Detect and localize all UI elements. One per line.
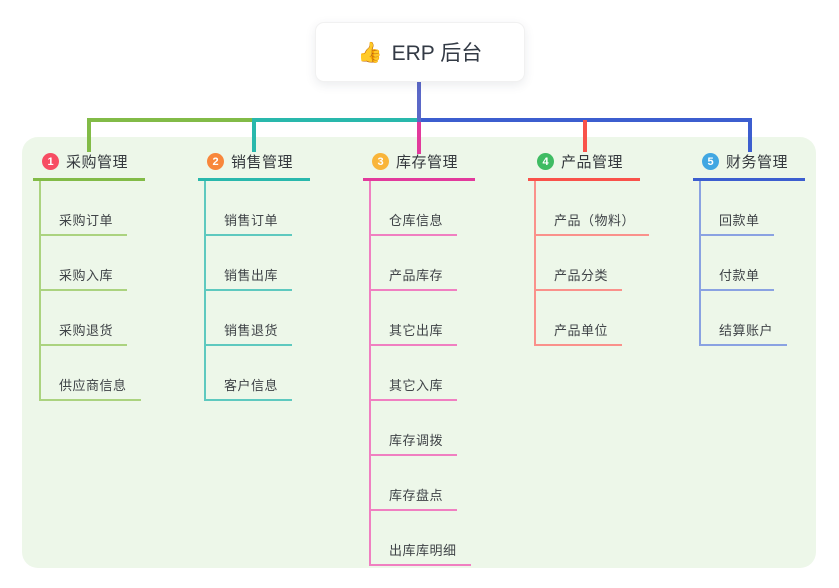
child-topic[interactable]: 付款单 <box>701 236 774 291</box>
child-topic[interactable]: 库存盘点 <box>371 456 458 511</box>
branch-children: 采购订单采购入库采购退货供应商信息 <box>39 181 163 401</box>
branch-header-3[interactable]: 3 库存管理 <box>363 148 475 181</box>
branch-label: 销售管理 <box>231 154 294 171</box>
branch-number-badge: 5 <box>702 153 719 170</box>
child-topic[interactable]: 供应商信息 <box>41 346 141 401</box>
branch-children: 产品（物料）产品分类产品单位 <box>534 181 658 346</box>
branch-2: 2 销售管理销售订单销售出库销售退货客户信息 <box>198 148 328 401</box>
child-topic[interactable]: 出库库明细 <box>371 511 471 566</box>
branch-3: 3 库存管理仓库信息产品库存其它出库其它入库库存调拨库存盘点出库库明细 <box>363 148 493 566</box>
child-topic[interactable]: 产品分类 <box>536 236 623 291</box>
child-topic[interactable]: 产品单位 <box>536 291 623 346</box>
branch-1: 1 采购管理采购订单采购入库采购退货供应商信息 <box>33 148 163 401</box>
branch-label: 库存管理 <box>396 154 459 171</box>
child-topic[interactable]: 回款单 <box>701 181 774 236</box>
root-vertical-line <box>417 81 421 122</box>
root-node-label: ERP 后台 <box>391 42 483 65</box>
branch-header-2[interactable]: 2 销售管理 <box>198 148 310 181</box>
child-topic[interactable]: 仓库信息 <box>371 181 458 236</box>
child-topic[interactable]: 销售出库 <box>206 236 293 291</box>
child-topic[interactable]: 其它入库 <box>371 346 458 401</box>
thumbs-up-icon: 👍 <box>357 41 383 64</box>
branch-header-5[interactable]: 5 财务管理 <box>693 148 805 181</box>
branch-children: 销售订单销售出库销售退货客户信息 <box>204 181 328 401</box>
child-topic[interactable]: 结算账户 <box>701 291 788 346</box>
branch-label: 财务管理 <box>726 154 789 171</box>
branch-label: 产品管理 <box>561 154 624 171</box>
drop-branch-1 <box>87 120 91 152</box>
branch-number-badge: 3 <box>372 153 389 170</box>
branch-children: 回款单付款单结算账户 <box>699 181 823 346</box>
child-topic[interactable]: 其它出库 <box>371 291 458 346</box>
branches-background-panel <box>22 137 816 568</box>
drop-branch-2 <box>252 120 256 152</box>
branch-5: 5 财务管理回款单付款单结算账户 <box>693 148 823 346</box>
branch-number-badge: 2 <box>207 153 224 170</box>
child-topic[interactable]: 库存调拨 <box>371 401 458 456</box>
trunk-branch-2 <box>252 118 420 122</box>
root-node[interactable]: 👍 ERP 后台 <box>315 22 525 82</box>
branch-header-1[interactable]: 1 采购管理 <box>33 148 145 181</box>
branch-children: 仓库信息产品库存其它出库其它入库库存调拨库存盘点出库库明细 <box>369 181 493 566</box>
child-topic[interactable]: 销售订单 <box>206 181 293 236</box>
branch-number-badge: 4 <box>537 153 554 170</box>
drop-branch-4 <box>583 120 587 152</box>
drop-branch-5 <box>748 120 752 152</box>
child-topic[interactable]: 采购订单 <box>41 181 128 236</box>
branch-header-4[interactable]: 4 产品管理 <box>528 148 640 181</box>
drop-branch-3 <box>417 122 421 154</box>
child-topic[interactable]: 产品库存 <box>371 236 458 291</box>
branch-label: 采购管理 <box>66 154 129 171</box>
branch-4: 4 产品管理产品（物料）产品分类产品单位 <box>528 148 658 346</box>
child-topic[interactable]: 采购入库 <box>41 236 128 291</box>
child-topic[interactable]: 产品（物料） <box>536 181 650 236</box>
child-topic[interactable]: 客户信息 <box>206 346 293 401</box>
child-topic[interactable]: 销售退货 <box>206 291 293 346</box>
child-topic[interactable]: 采购退货 <box>41 291 128 346</box>
branch-number-badge: 1 <box>42 153 59 170</box>
